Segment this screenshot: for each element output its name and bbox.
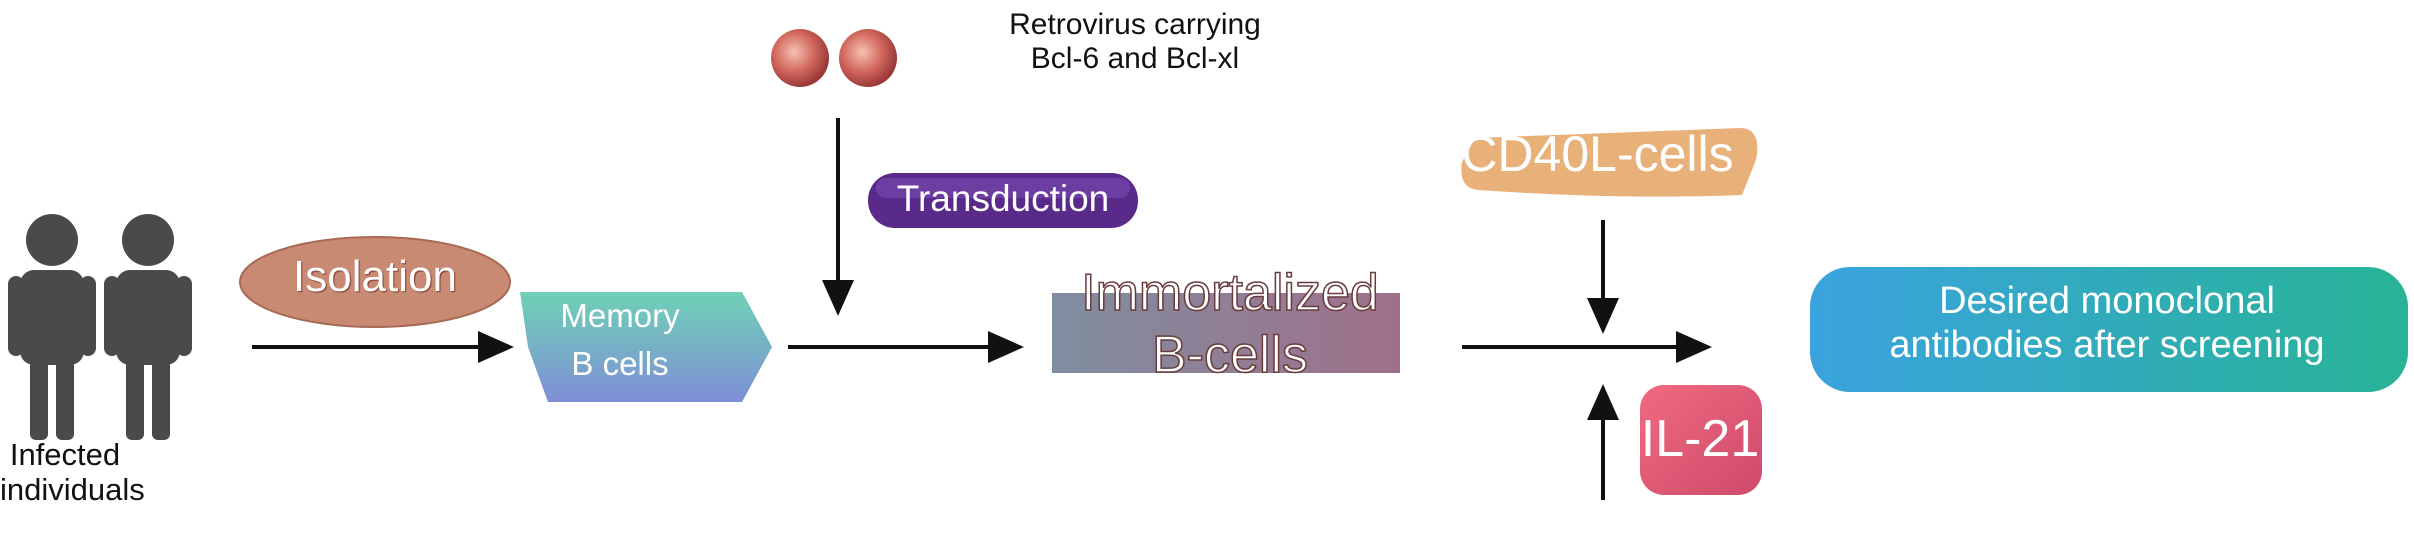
- people-icon: [8, 214, 192, 440]
- il21-label: IL-21: [1640, 410, 1760, 468]
- il21-box: [1640, 385, 1762, 495]
- immortalized-b-cells-label: Immortalized B-cells: [1080, 263, 1379, 385]
- isolation-label: Isolation: [293, 252, 457, 301]
- immortalized-box: [1052, 293, 1400, 373]
- person-icon: [8, 214, 96, 440]
- isolation-pill: [239, 236, 511, 328]
- memory-b-cells-label: Memory B cells: [560, 297, 680, 382]
- virus-particle-icon: [771, 29, 829, 87]
- cd40l-cells-shape: [1461, 128, 1758, 197]
- person-icon: [104, 214, 192, 440]
- memory-b-cells-shape: [520, 292, 772, 402]
- people-caption: Infected individuals: [0, 437, 145, 507]
- virus-particle-icon: [839, 29, 897, 87]
- desired-antibodies-box: [1810, 267, 2408, 392]
- transduction-label: Transduction: [896, 178, 1110, 219]
- cd40l-cells-label: CD40L-cells: [1461, 126, 1734, 182]
- retrovirus-caption: Retrovirus carrying Bcl-6 and Bcl-xl: [1009, 8, 1261, 75]
- desired-antibodies-label: Desired monoclonal antibodies after scre…: [1889, 280, 2325, 366]
- retrovirus-icon: [771, 29, 897, 87]
